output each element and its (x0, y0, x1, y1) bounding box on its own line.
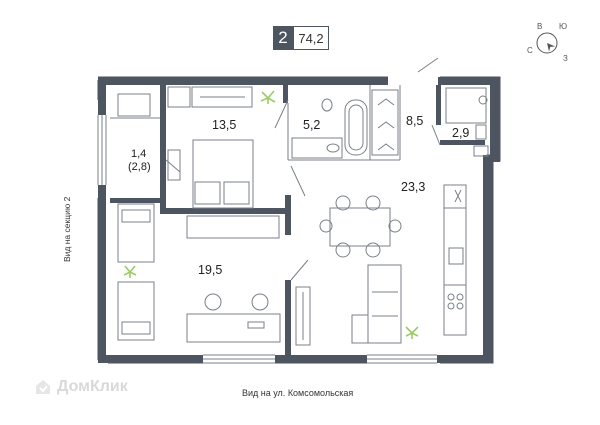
room-area-wc: 2,9 (452, 126, 470, 140)
room-area-laundry: 8,5 (406, 114, 424, 128)
room-count: 2 (273, 26, 293, 50)
room-area-balcony: 1,4 (131, 148, 147, 160)
plant-icon-bedroom (260, 90, 276, 104)
plant-icon-sofa (405, 326, 419, 339)
room-area-living-room: 19,5 (198, 263, 223, 277)
plant-icon-living (123, 265, 137, 278)
room-area-bedroom: 13,5 (212, 118, 237, 132)
room-area-bathroom: 5,2 (303, 118, 321, 132)
view-caption-bottom: Вид на ул. Комсомольская (242, 388, 354, 398)
compass-east-label: В (537, 22, 543, 31)
compass-west-label: С (527, 46, 533, 55)
domclick-logo: ДомКлик (34, 378, 128, 396)
compass-south-label: Ю (559, 22, 568, 31)
logo-text: ДомКлик (57, 378, 128, 395)
room-area-kitchen-living: 23,3 (401, 180, 426, 194)
compass-icon (536, 32, 558, 54)
apartment-badge: 2 74,2 (273, 26, 329, 50)
view-caption-side: Вид на секцию 2 (62, 196, 72, 262)
compass: В Ю С З (523, 18, 579, 68)
room-area-balcony-full: (2,8) (128, 161, 151, 173)
compass-north-label: З (563, 54, 568, 63)
total-area: 74,2 (293, 26, 329, 50)
house-logo-icon (36, 380, 50, 394)
